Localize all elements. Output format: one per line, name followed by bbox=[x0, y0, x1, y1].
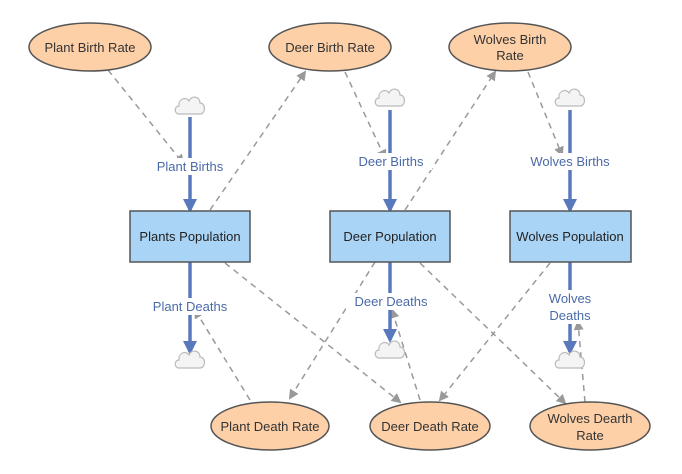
cloud-icon bbox=[374, 88, 406, 107]
link-deer-birth-rate-to-deer-births bbox=[344, 71, 387, 160]
link-wolves-death-rate-to-wolves-deaths bbox=[573, 320, 586, 403]
rate-plant-birth[interactable]: Plant Birth Rate bbox=[28, 22, 152, 72]
link-deer-to-wolves-death-rate bbox=[419, 262, 567, 405]
stock-label-plants: Plants Population bbox=[139, 229, 240, 244]
rate-label-plant-death: Plant Death Rate bbox=[220, 419, 319, 434]
rate-label-wolves-birth-line1: Wolves Birth bbox=[474, 32, 547, 47]
rate-label-deer-birth: Deer Birth Rate bbox=[285, 40, 375, 55]
link-wolves-to-deer-death-rate bbox=[438, 262, 551, 402]
link-wolves-birth-rate-to-wolves-births bbox=[527, 71, 564, 157]
cloud-icon bbox=[174, 350, 206, 369]
link-deer-death-rate-to-deer-deaths bbox=[389, 308, 421, 401]
rate-label-wolves-death-line1: Wolves Dearth bbox=[547, 411, 632, 426]
rate-plant-death[interactable]: Plant Death Rate bbox=[210, 401, 330, 451]
flow-label-wolves-births: Wolves Births bbox=[530, 154, 610, 169]
cloud-icon bbox=[554, 88, 586, 107]
flow-label-deer-deaths: Deer Deaths bbox=[355, 294, 428, 309]
link-plant-birth-rate-to-plant-births bbox=[107, 69, 185, 165]
flow-labels: Plant Births Deer Births Wolves Births P… bbox=[146, 153, 618, 324]
stock-plants-population[interactable]: Plants Population bbox=[129, 210, 251, 263]
rate-label-wolves-birth-line2: Rate bbox=[496, 48, 523, 63]
rate-wolves-death[interactable]: Wolves Dearth Rate bbox=[529, 401, 651, 451]
clouds bbox=[174, 88, 586, 369]
rate-label-plant-birth: Plant Birth Rate bbox=[44, 40, 135, 55]
flow-label-plant-births: Plant Births bbox=[157, 159, 224, 174]
rates: Plant Birth Rate Deer Birth Rate Wolves … bbox=[28, 22, 651, 451]
flow-label-deer-births: Deer Births bbox=[358, 154, 424, 169]
flow-label-wolves-deaths-line2: Deaths bbox=[549, 308, 591, 323]
rate-deer-death[interactable]: Deer Death Rate bbox=[369, 401, 491, 451]
link-plants-to-deer-death-rate bbox=[224, 262, 402, 404]
flow-label-wolves-deaths-line1: Wolves bbox=[549, 291, 592, 306]
link-deer-to-wolves-birth-rate bbox=[404, 70, 497, 211]
link-deer-to-plant-death-rate bbox=[288, 261, 376, 400]
stock-label-deer: Deer Population bbox=[343, 229, 436, 244]
cloud-icon bbox=[374, 340, 406, 359]
cloud-icon bbox=[554, 350, 586, 369]
influence-links bbox=[107, 69, 586, 405]
stock-wolves-population[interactable]: Wolves Population bbox=[509, 210, 632, 263]
flow-label-plant-deaths: Plant Deaths bbox=[153, 299, 228, 314]
rate-label-deer-death: Deer Death Rate bbox=[381, 419, 479, 434]
link-plant-death-rate-to-plant-deaths bbox=[193, 308, 251, 401]
stock-deer-population[interactable]: Deer Population bbox=[329, 210, 451, 263]
rate-label-wolves-death-line2: Rate bbox=[576, 428, 603, 443]
link-plants-to-deer-birth-rate bbox=[209, 70, 307, 211]
stock-label-wolves: Wolves Population bbox=[516, 229, 623, 244]
cloud-icon bbox=[174, 96, 206, 115]
rate-deer-birth[interactable]: Deer Birth Rate bbox=[268, 22, 392, 72]
rate-wolves-birth[interactable]: Wolves Birth Rate bbox=[448, 22, 572, 72]
stocks: Plants Population Deer Population Wolves… bbox=[129, 210, 632, 263]
